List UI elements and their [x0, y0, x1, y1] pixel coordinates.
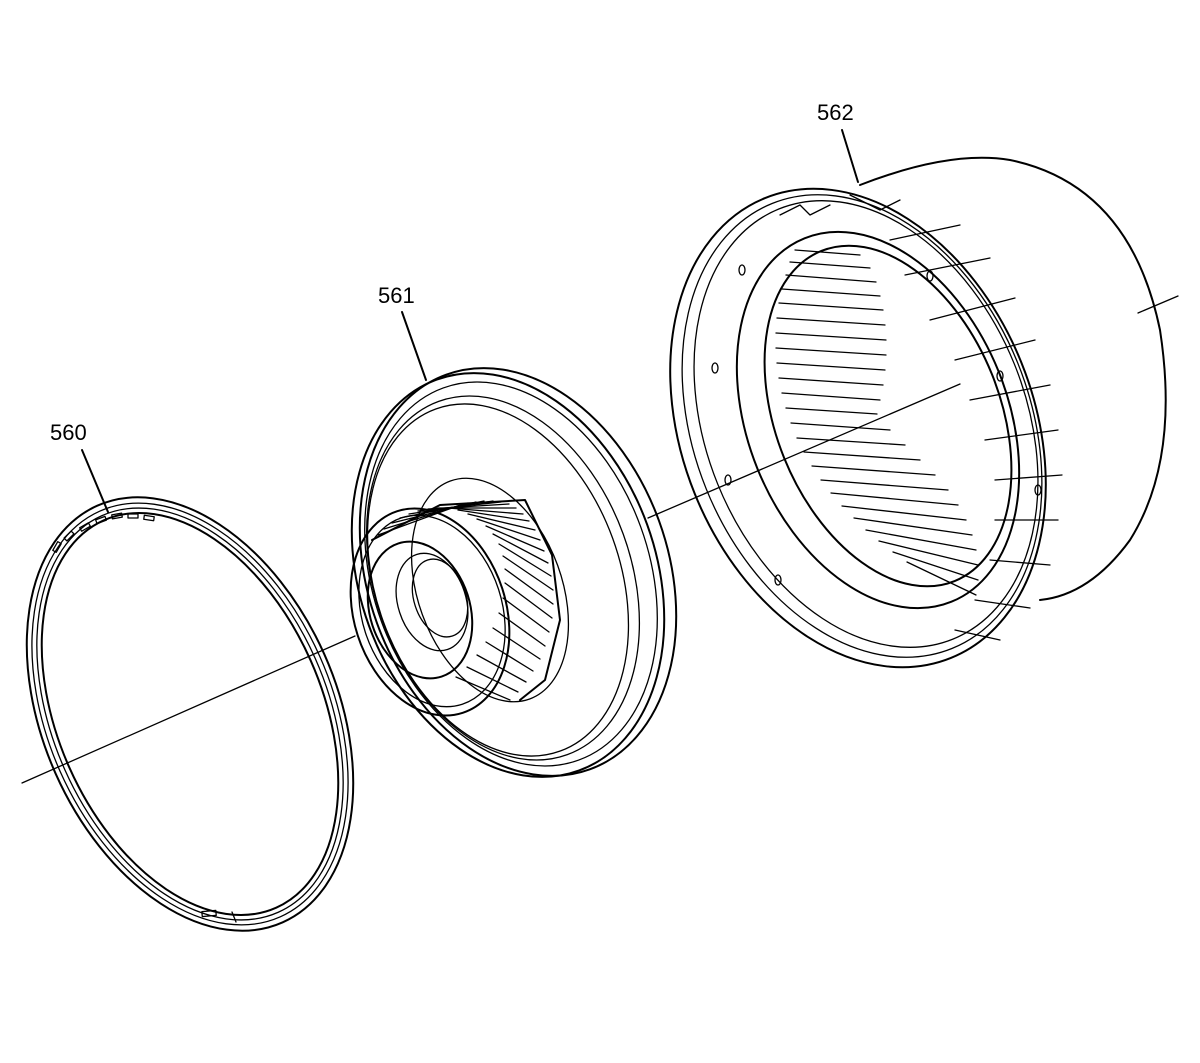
leader-562: [841, 129, 859, 183]
drum-holes: [711, 264, 1042, 586]
center-axis: [21, 295, 1179, 784]
gear-plate-561: [349, 311, 678, 778]
drum-562: [669, 129, 1167, 669]
label-561: 561: [378, 283, 415, 308]
label-562: 562: [817, 100, 854, 125]
leader-561: [401, 311, 427, 381]
leader-560: [81, 449, 109, 513]
label-560: 560: [50, 420, 87, 445]
outer-gear-teeth: [377, 500, 554, 701]
internal-teeth: [775, 249, 979, 596]
ring-slots: [52, 512, 217, 918]
outer-splines: [779, 194, 1063, 641]
retaining-ring-560: [25, 496, 355, 932]
